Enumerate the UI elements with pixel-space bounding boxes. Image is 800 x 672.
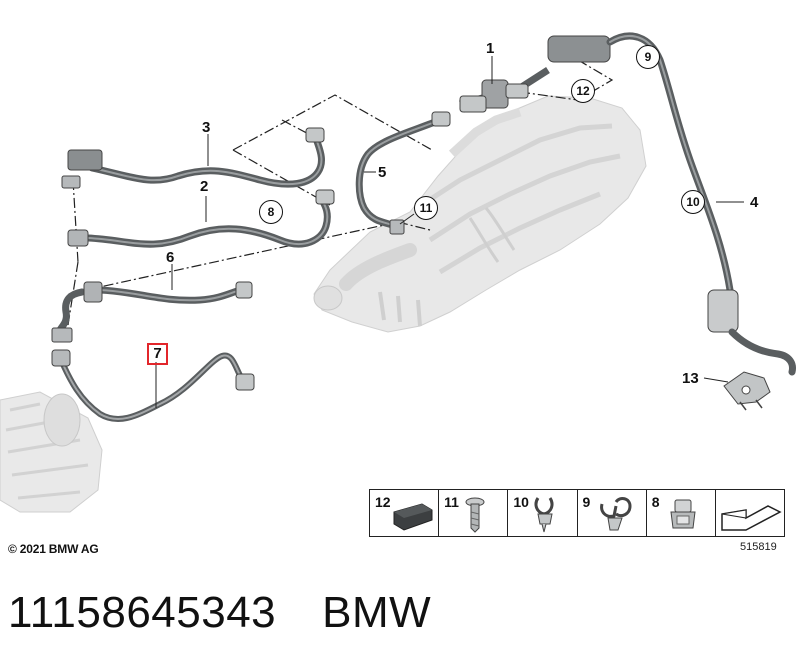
callout-2: 2	[200, 178, 209, 195]
circled-callout-8: 8	[259, 200, 283, 224]
holder-clip-icon	[670, 499, 696, 529]
callout-3: 3	[202, 119, 211, 136]
leader-lines	[67, 59, 614, 326]
legend-cell-arrow	[716, 490, 784, 536]
bracket-13	[723, 371, 771, 411]
legend-number: 10	[513, 494, 529, 510]
parts-legend: 12 11 10 9 8	[369, 489, 785, 537]
circled-callout-10: 10	[681, 190, 705, 214]
callout-1: 1	[486, 40, 495, 57]
legend-number: 12	[375, 494, 391, 510]
pipe-7	[51, 349, 255, 422]
legend-cell-12: 12	[370, 490, 440, 536]
double-clip-icon	[599, 497, 632, 531]
intake-manifold	[313, 95, 647, 333]
hose-clip-icon	[534, 497, 554, 533]
legend-number: 8	[651, 494, 660, 510]
legend-cell-9: 9	[578, 490, 647, 536]
legend-cell-8: 8	[647, 490, 716, 536]
callout-13: 13	[682, 370, 699, 387]
brand-name: BMW	[322, 588, 432, 637]
hose-6	[51, 281, 253, 343]
hose-5	[355, 111, 451, 235]
hose-2	[67, 189, 335, 248]
rubber-pad-icon	[393, 503, 433, 531]
legend-cell-10: 10	[508, 490, 578, 536]
circled-callout-9: 9	[636, 45, 660, 69]
callout-7-highlighted[interactable]: 7	[147, 343, 168, 365]
callout-5: 5	[378, 164, 387, 181]
footer-caption: 11158645343 BMW	[8, 588, 431, 638]
expanding-rivet-icon	[465, 497, 485, 533]
callout-4: 4	[750, 194, 759, 211]
arrow-placeholder-icon	[721, 505, 782, 531]
legend-number: 9	[582, 494, 591, 510]
circled-callout-11: 11	[414, 196, 438, 220]
circled-callout-12: 12	[571, 79, 595, 103]
legend-number: 11	[444, 494, 459, 510]
callout-6: 6	[166, 249, 175, 266]
legend-cell-11: 11	[439, 490, 509, 536]
parts-diagram	[0, 32, 796, 513]
callout-leaders	[155, 56, 744, 408]
diagram-reference-number: 515819	[740, 541, 777, 553]
valve-1	[459, 67, 550, 113]
copyright-notice: © 2021 BMW AG	[8, 542, 99, 556]
turbocharger-housing	[0, 391, 103, 513]
hose-3	[61, 127, 325, 189]
part-number[interactable]: 11158645343	[8, 588, 277, 637]
hose-4	[547, 32, 796, 376]
